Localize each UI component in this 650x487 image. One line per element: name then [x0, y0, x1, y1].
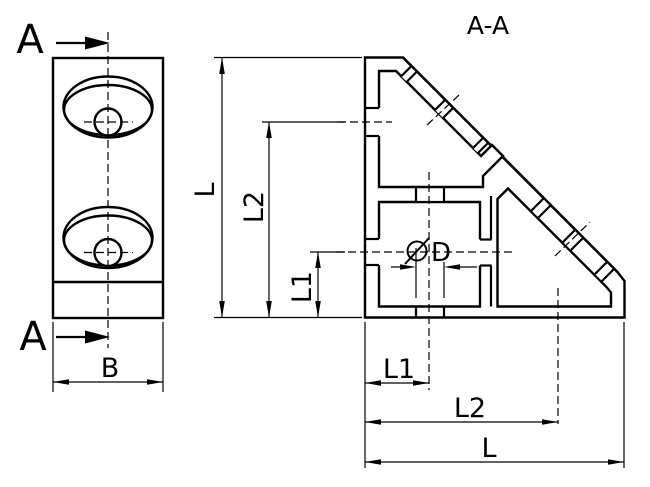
upper-cavity	[377, 69, 505, 189]
width-dimension: B	[52, 322, 164, 392]
section-view: L L2 L1 L1 L2 L	[190, 11, 626, 468]
section-cut-arrow-top: A	[16, 17, 110, 63]
dim-label-b: B	[101, 353, 120, 384]
lower-band-gap-1	[531, 198, 551, 218]
cut-label-bottom: A	[19, 314, 47, 360]
left-wall-hole-upper	[366, 108, 381, 136]
bottom-dimensions: L1 L2 L	[364, 322, 625, 468]
cut-label-top: A	[16, 17, 44, 63]
upper-band-gap-1	[401, 65, 418, 82]
diameter-dimension: D	[391, 237, 477, 298]
upper-band-gap-3	[473, 137, 489, 153]
dim-label-l2-bottom: L2	[454, 393, 486, 424]
triangular-cavity	[496, 186, 613, 308]
channel-gap	[491, 194, 498, 307]
front-view: A A B	[16, 17, 165, 392]
vertical-dimensions: L L2 L1	[190, 56, 362, 319]
lower-band-gap-3	[595, 261, 615, 281]
section-title: A-A	[467, 11, 509, 40]
dim-label-l1-vertical: L1	[287, 271, 318, 303]
dim-label-l-bottom: L	[481, 433, 496, 464]
dim-label-l-vertical: L	[190, 182, 221, 197]
diameter-symbol	[404, 237, 430, 265]
dim-label-l1-bottom: L1	[383, 354, 415, 385]
inclined-centerline-upper	[426, 94, 460, 126]
top-band-hole	[416, 188, 444, 201]
bottom-band-hole	[416, 308, 444, 316]
dim-label-diameter-letter: D	[431, 238, 451, 268]
square-cavity	[377, 200, 482, 308]
dim-label-l2-vertical: L2	[239, 191, 270, 223]
section-cut-arrow-bottom: A	[19, 314, 110, 360]
inclined-centerline-lower	[554, 221, 591, 257]
lower-band-gap-2	[563, 229, 584, 250]
